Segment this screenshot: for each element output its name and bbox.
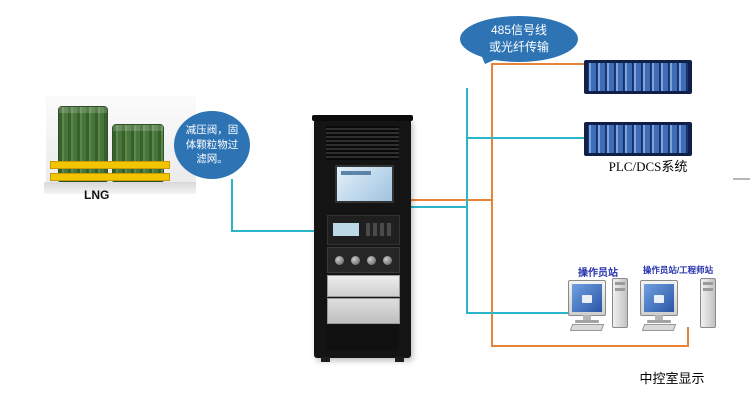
workstation2-keyboard <box>641 324 677 331</box>
plc-system-label: PLC/DCS系统 <box>608 159 688 174</box>
workstation2-monitor-stand <box>655 315 663 320</box>
cabinet-drawer-lower <box>327 298 400 324</box>
signal-callout-line2: 或光纤传输 <box>488 40 549 54</box>
pipe-lng-horizontal-line <box>231 230 315 232</box>
lng-ground-shadow <box>44 182 196 194</box>
plc-rack-1 <box>584 60 692 94</box>
workstation2-orange-riser <box>687 327 689 347</box>
bus-vertical-cyan-line <box>466 88 468 314</box>
cabinet-vent-panel <box>326 126 399 160</box>
tower-slot <box>703 288 713 291</box>
cabinet-drawer-upper <box>327 275 400 297</box>
bus-vertical-orange-line <box>491 63 493 347</box>
tower-slot <box>615 288 625 291</box>
lng-tank-small <box>112 124 164 182</box>
workstation1-cyan-line <box>466 312 598 314</box>
filter-callout-line2: 体颗粒物过 <box>185 138 239 151</box>
cabinet-foot-right <box>395 357 404 362</box>
workstation1-keyboard <box>569 324 605 331</box>
control-room-display-label: 中控室显示 <box>639 371 705 386</box>
analyzer-module <box>327 215 400 245</box>
workstation1-tower <box>612 278 628 328</box>
workstation2-monitor-base <box>647 320 671 323</box>
plc-rack-2-modules <box>588 125 688 153</box>
cabinet-top-cap <box>312 115 413 121</box>
workstation2-tower <box>700 278 716 328</box>
analyzer-cabinet <box>312 115 413 362</box>
cabinet-display-screen <box>335 165 394 203</box>
plc-rack-2 <box>584 122 692 156</box>
workstation1-monitor <box>568 280 606 316</box>
workstation1-monitor-stand <box>583 315 591 320</box>
plc1-orange-line <box>491 63 585 65</box>
operator-engineer-workstation: 操作员站/工程师站 <box>638 264 718 344</box>
panel-knob <box>383 255 392 265</box>
panel-knob <box>351 255 360 265</box>
plc-rack-1-modules <box>588 63 688 91</box>
operator-workstation-1: 操作员站 <box>566 264 630 344</box>
workstation2-orange-line <box>491 345 689 347</box>
workstation1-screen <box>572 284 602 312</box>
workstation1-monitor-base <box>575 320 599 323</box>
cabinet-bus-orange-line <box>410 199 492 201</box>
operator-engineer-station-label: 操作员站/工程师站 <box>642 265 714 275</box>
workstation2-screen <box>644 284 674 312</box>
signal-callout-line1: 485信号线 <box>490 22 548 37</box>
tower-slot <box>615 282 625 285</box>
workstation2-monitor <box>640 280 678 316</box>
lng-frame-bar-top <box>50 161 170 169</box>
lng-frame-bar-bottom <box>50 173 170 181</box>
knob-panel <box>327 247 400 273</box>
signal-callout: 485信号线 或光纤传输 <box>460 16 578 76</box>
operator-station-label: 操作员站 <box>578 268 618 279</box>
analyzer-button-strip <box>366 223 394 236</box>
cabinet-bus-cyan-line <box>410 206 468 208</box>
cabinet-bottom-panel <box>327 325 398 351</box>
analyzer-mini-display <box>333 223 359 236</box>
tower-slot <box>703 282 713 285</box>
panel-knob <box>335 255 344 265</box>
plc2-cyan-line <box>466 137 586 139</box>
cabinet-foot-left <box>321 357 330 362</box>
pipe-lng-vertical-line <box>231 179 233 232</box>
filter-callout-line1: 减压阀，固 <box>185 123 239 136</box>
filter-callout: 减压阀，固 体颗粒物过 滤网。 <box>174 111 250 179</box>
page-artifact-dash <box>733 178 750 180</box>
lng-tank-large <box>58 106 108 182</box>
lng-label: LNG <box>84 188 110 202</box>
filter-callout-line3: 滤网。 <box>196 153 228 166</box>
panel-knob <box>367 255 376 265</box>
